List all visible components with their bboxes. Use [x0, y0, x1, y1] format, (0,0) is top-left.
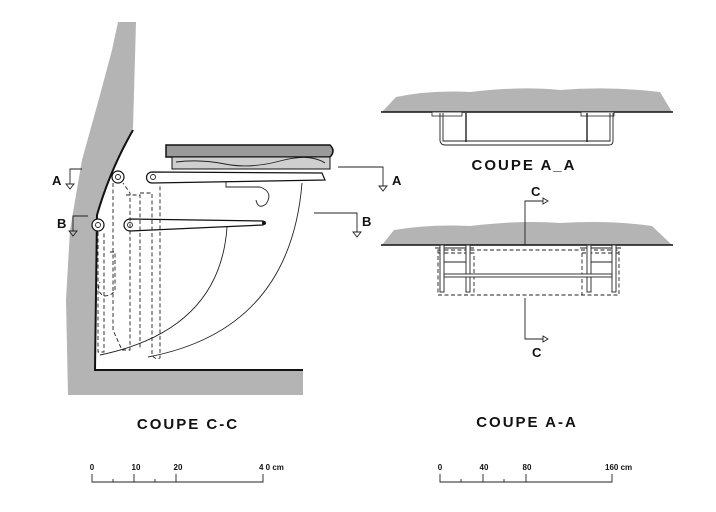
section-aa-bottom-drawing: C C: [381, 184, 673, 360]
hook: [225, 182, 270, 207]
dashed-folded-frame: [437, 249, 620, 296]
arrow-down-icon: [68, 230, 78, 237]
scale-label: 20: [174, 463, 183, 472]
marker-c-bottom: C: [532, 345, 542, 360]
arrow-right-icon: [542, 335, 549, 343]
marker-b-right: B: [362, 214, 371, 229]
scale-label: 160 cm: [605, 463, 632, 472]
wall-edge-line: [93, 129, 303, 371]
arrow-down-icon: [65, 183, 75, 190]
section-aa-top-drawing: COUPE A_A: [381, 88, 673, 174]
marker-a-right: A: [392, 173, 402, 188]
seat-top: [165, 144, 334, 158]
seat-wood-plank: [171, 156, 331, 170]
scale-label: 10: [132, 463, 141, 472]
arrow-down-icon: [378, 185, 388, 192]
pivot-icon: [91, 218, 105, 232]
section-aa-top-title: COUPE A_A: [472, 157, 577, 174]
scale-label: 4 0 cm: [259, 463, 284, 472]
pivot-icon: [150, 174, 156, 180]
scale-bar-right: 0 40 80 160 cm: [438, 463, 632, 483]
swing-arc: [147, 182, 303, 358]
scale-bar-left: 0 10 20 4 0 cm: [90, 463, 284, 483]
arrow-right-icon: [542, 197, 549, 205]
section-cc-title: COUPE C-C: [137, 416, 239, 433]
scale-label: 0: [438, 463, 443, 472]
cross-bar: [443, 273, 613, 278]
ceiling-section: [382, 88, 672, 112]
section-aa-bottom-title: COUPE A-A: [476, 414, 578, 431]
arrow-down-icon: [352, 231, 362, 238]
marker-c-top: C: [531, 184, 541, 199]
scale-label: 80: [523, 463, 532, 472]
wall-section: [66, 22, 303, 395]
marker-b-left: B: [57, 216, 66, 231]
scale-label: 40: [480, 463, 489, 472]
scale-label: 0: [90, 463, 95, 472]
ceiling-section: [382, 222, 672, 245]
pivot-icon: [111, 170, 125, 184]
section-cc-drawing: A B A B: [52, 22, 402, 395]
swing-arc: [99, 226, 228, 356]
seat-rod: [145, 171, 326, 184]
lower-rod: [123, 218, 264, 232]
marker-a-left: A: [52, 173, 62, 188]
frame: [439, 113, 614, 146]
